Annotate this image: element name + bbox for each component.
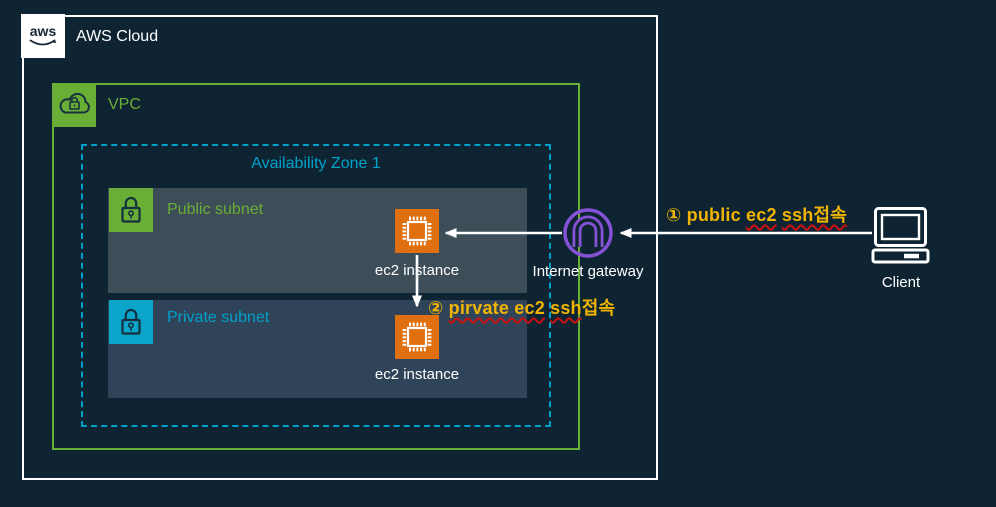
availability-zone-group <box>81 144 551 427</box>
private-subnet-panel <box>108 300 527 398</box>
public-subnet-label: Public subnet <box>167 201 264 218</box>
annotation-step2: ② pirvate ec2 ssh접속 <box>428 294 615 320</box>
aws-cloud-group <box>22 15 658 480</box>
ec2-private-label: ec2 instance <box>374 366 460 383</box>
private-subnet-label: Private subnet <box>167 309 270 326</box>
client-icon <box>871 206 931 264</box>
vpc-label: VPC <box>108 96 141 113</box>
annotation-step1: ① public ec2 ssh접속 <box>666 201 847 227</box>
annotation-step1-misspelled1: ec2 <box>746 205 777 225</box>
annotation-step1-prefix: ① public <box>666 205 747 225</box>
aws-cloud-title: AWS Cloud <box>76 28 159 45</box>
client-label: Client <box>881 274 921 291</box>
annotation-step1-misspelled2: ssh접속 <box>781 205 848 225</box>
internet-gateway-icon <box>558 203 618 263</box>
aws-logo-text: aws <box>30 23 57 39</box>
vpc-group <box>52 83 580 450</box>
public-subnet-panel <box>108 188 527 293</box>
private-subnet-lock-icon <box>109 300 153 344</box>
public-subnet-lock-icon <box>109 188 153 232</box>
vpc-icon <box>52 83 96 127</box>
internet-gateway-label: Internet gateway <box>532 263 644 280</box>
annotation-step2-suffix: 접속 <box>581 298 616 318</box>
aws-logo-icon: aws <box>21 14 65 58</box>
ec2-public-icon <box>395 209 439 253</box>
annotation-step2-misspelled1: pirvate ec2 <box>448 298 545 318</box>
annotation-step2-misspelled2: ssh <box>550 298 582 318</box>
ec2-public-label: ec2 instance <box>374 262 460 279</box>
annotation-step2-prefix: ② <box>428 298 449 318</box>
availability-zone-label: Availability Zone 1 <box>251 155 381 172</box>
ec2-private-icon <box>395 315 439 359</box>
